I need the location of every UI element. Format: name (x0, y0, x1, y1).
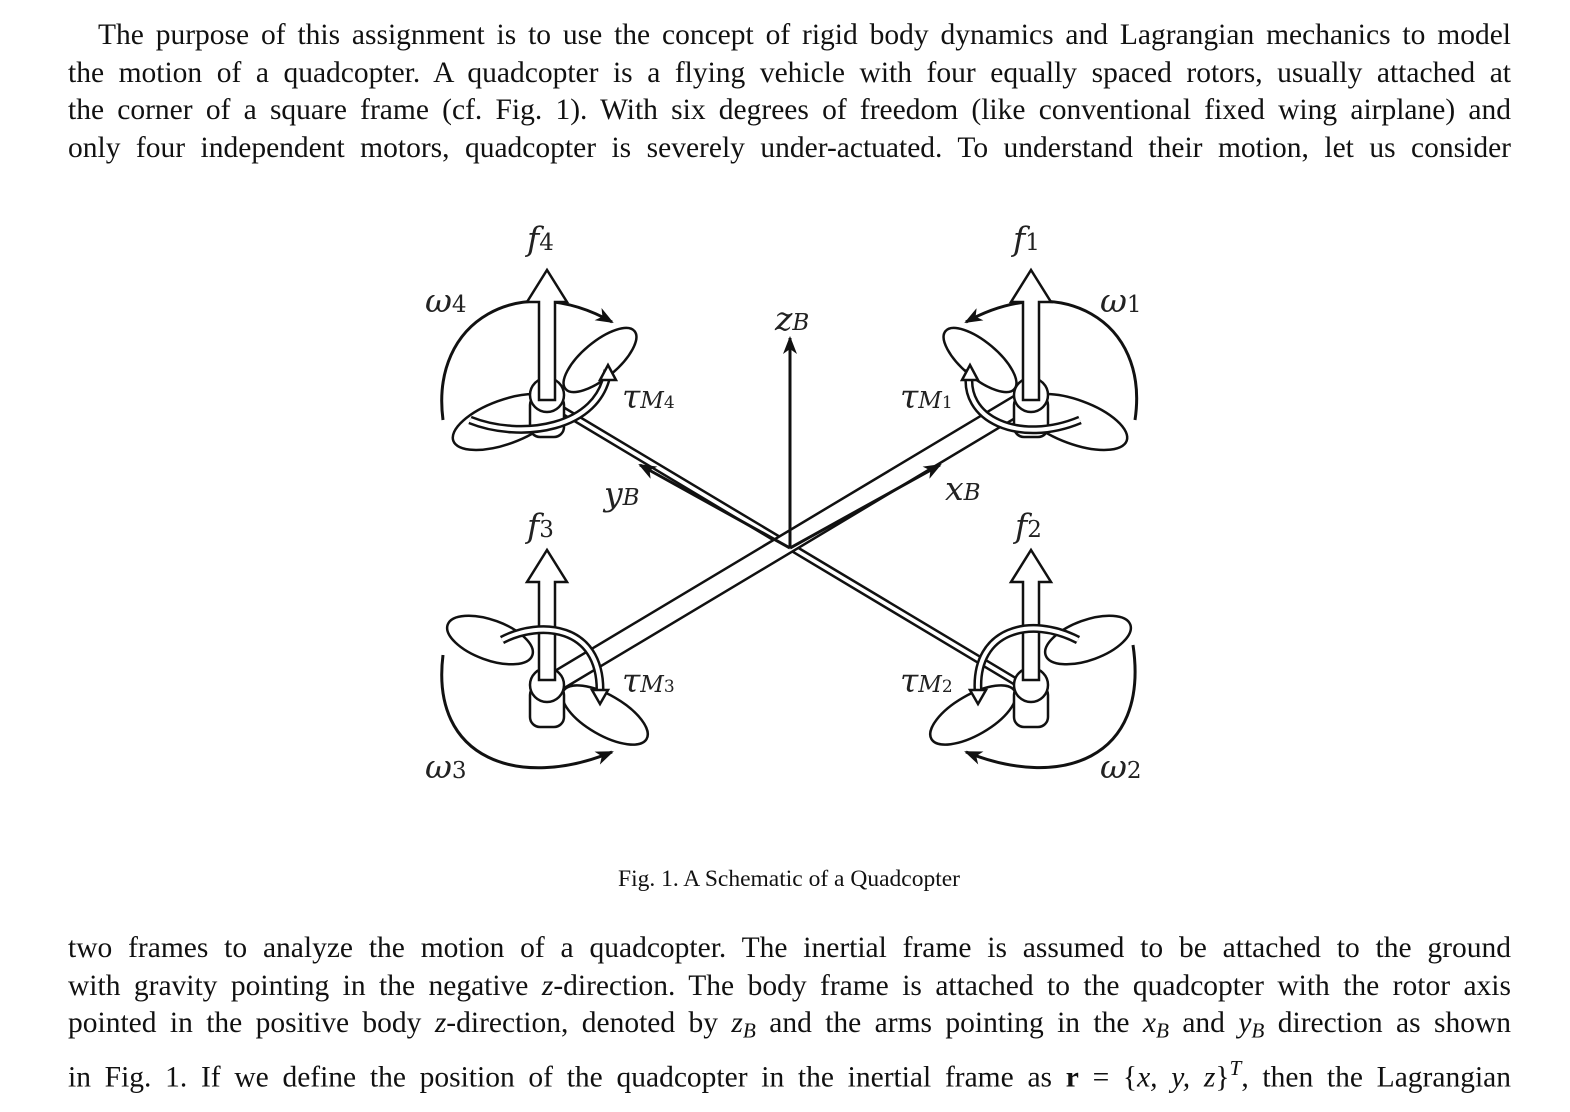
label-omega3: ω3 (425, 747, 467, 786)
motor-body (1012, 393, 1050, 439)
paragraph-top: The purpose of this assignment is to use… (68, 17, 1511, 167)
label-tau-m2: τM2 (900, 661, 953, 700)
rotation-arrow (964, 644, 1137, 770)
text-line: in Fig. 1. If we define the position of … (68, 1055, 1511, 1094)
propeller-blade (1021, 392, 1129, 452)
label-tau-m1: τM1 (900, 377, 953, 416)
label-yB: yB (602, 474, 640, 513)
paragraph-bottom: two frames to analyze the motion of a qu… (68, 930, 1511, 1097)
rotor-1 (942, 267, 1139, 452)
arm-2-3-diagonal (541, 388, 1039, 695)
figure-caption: Fig. 1. A Schematic of a Quadcopter (618, 866, 960, 892)
motor-body (1012, 683, 1050, 729)
label-omega2: ω2 (1100, 747, 1142, 786)
motor-hub (528, 376, 566, 414)
label-f4: f4 (524, 219, 554, 258)
thrust-arrow (1008, 547, 1054, 682)
motor-hub (1012, 666, 1050, 704)
propeller-blade (445, 614, 535, 666)
torque-arrow (468, 369, 613, 434)
text-line: The purpose of this assignment is to use… (98, 19, 1511, 51)
motor-body (528, 393, 566, 439)
motor-hub (1012, 376, 1050, 414)
torque-arrow (973, 623, 1081, 691)
torque-arrow (499, 625, 605, 691)
text-line: the corner of a square frame (cf. Fig. 1… (68, 94, 1511, 126)
rotor-2 (928, 547, 1137, 770)
arm-1-4-diagonal (542, 393, 1038, 700)
rotation-arrow (440, 299, 614, 421)
text-line: with gravity pointing in the negative z-… (68, 969, 1511, 1002)
text-line: the motion of a quadcopter. A quadcopter… (68, 56, 1511, 89)
motor-hub (528, 666, 566, 704)
label-f3: f3 (524, 506, 554, 545)
x-axis-arrow (789, 463, 942, 550)
label-f1: f1 (1010, 219, 1040, 258)
torque-arrow (964, 369, 1082, 435)
label-omega1: ω1 (1100, 281, 1142, 320)
thrust-arrow (524, 547, 570, 682)
propeller-blade (560, 684, 650, 746)
rotor-4 (440, 267, 638, 452)
propeller-blade (451, 392, 559, 452)
propeller-blade (942, 326, 1018, 394)
label-tau-m4: τM4 (622, 377, 675, 416)
motor-body (528, 683, 566, 729)
frame-arms (541, 388, 1039, 700)
label-zB: zB (774, 299, 809, 338)
label-xB: xB (945, 469, 981, 508)
propeller-blade (1043, 614, 1133, 666)
propeller-blade (928, 684, 1018, 746)
propeller-blade (562, 326, 638, 394)
rotation-arrow (964, 299, 1139, 421)
label-f2: f2 (1012, 506, 1042, 545)
text-line: only four independent motors, quadcopter… (68, 131, 1511, 164)
label-tau-m3: τM3 (622, 661, 675, 700)
thrust-arrow (524, 267, 570, 402)
rotation-arrow (440, 654, 614, 770)
text-line: two frames to analyze the motion of a qu… (68, 932, 1511, 964)
thrust-arrow (1008, 267, 1054, 402)
text-line: pointed in the positive body z-direction… (68, 1007, 1512, 1043)
label-omega4: ω4 (425, 281, 467, 320)
y-axis-arrow (638, 463, 791, 550)
rotor-3 (440, 547, 650, 770)
